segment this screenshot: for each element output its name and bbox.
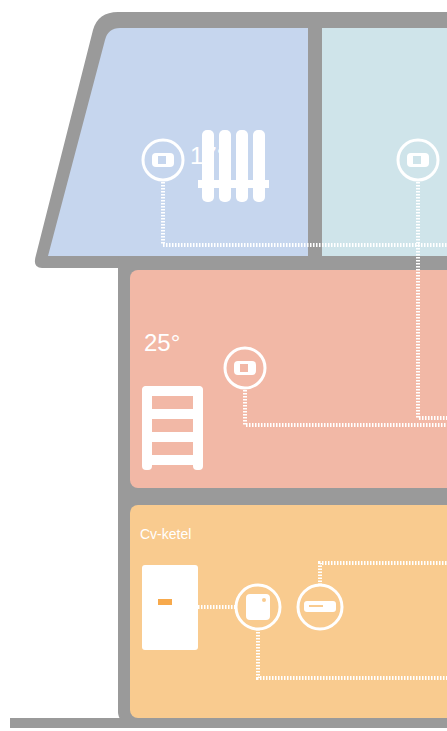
living-room: 25° xyxy=(130,270,230,380)
wire xyxy=(320,563,447,585)
attic-left-room xyxy=(48,28,308,256)
thermostat-icon xyxy=(225,348,265,388)
thermostat-icon xyxy=(143,140,183,180)
wire xyxy=(198,605,236,609)
wire xyxy=(245,390,447,425)
boiler-room: Cv-ketel xyxy=(130,505,280,555)
gateway-icon xyxy=(298,585,342,629)
ground-line xyxy=(10,718,447,728)
middle-room xyxy=(130,270,447,488)
wire xyxy=(258,629,447,678)
room-label: 17° xyxy=(190,143,226,169)
wire xyxy=(418,182,447,418)
boiler-symbol xyxy=(142,565,198,650)
thermostat-icon xyxy=(398,140,438,180)
boiler-room xyxy=(130,505,447,718)
attic-right-room xyxy=(322,28,447,256)
towel-radiator-symbol xyxy=(142,386,203,470)
room-label: Cv-ketel xyxy=(140,527,191,542)
room-label: 25° xyxy=(144,330,180,356)
receiver-icon xyxy=(236,585,280,629)
wires xyxy=(163,182,447,678)
attic-room: 17° xyxy=(120,28,308,256)
